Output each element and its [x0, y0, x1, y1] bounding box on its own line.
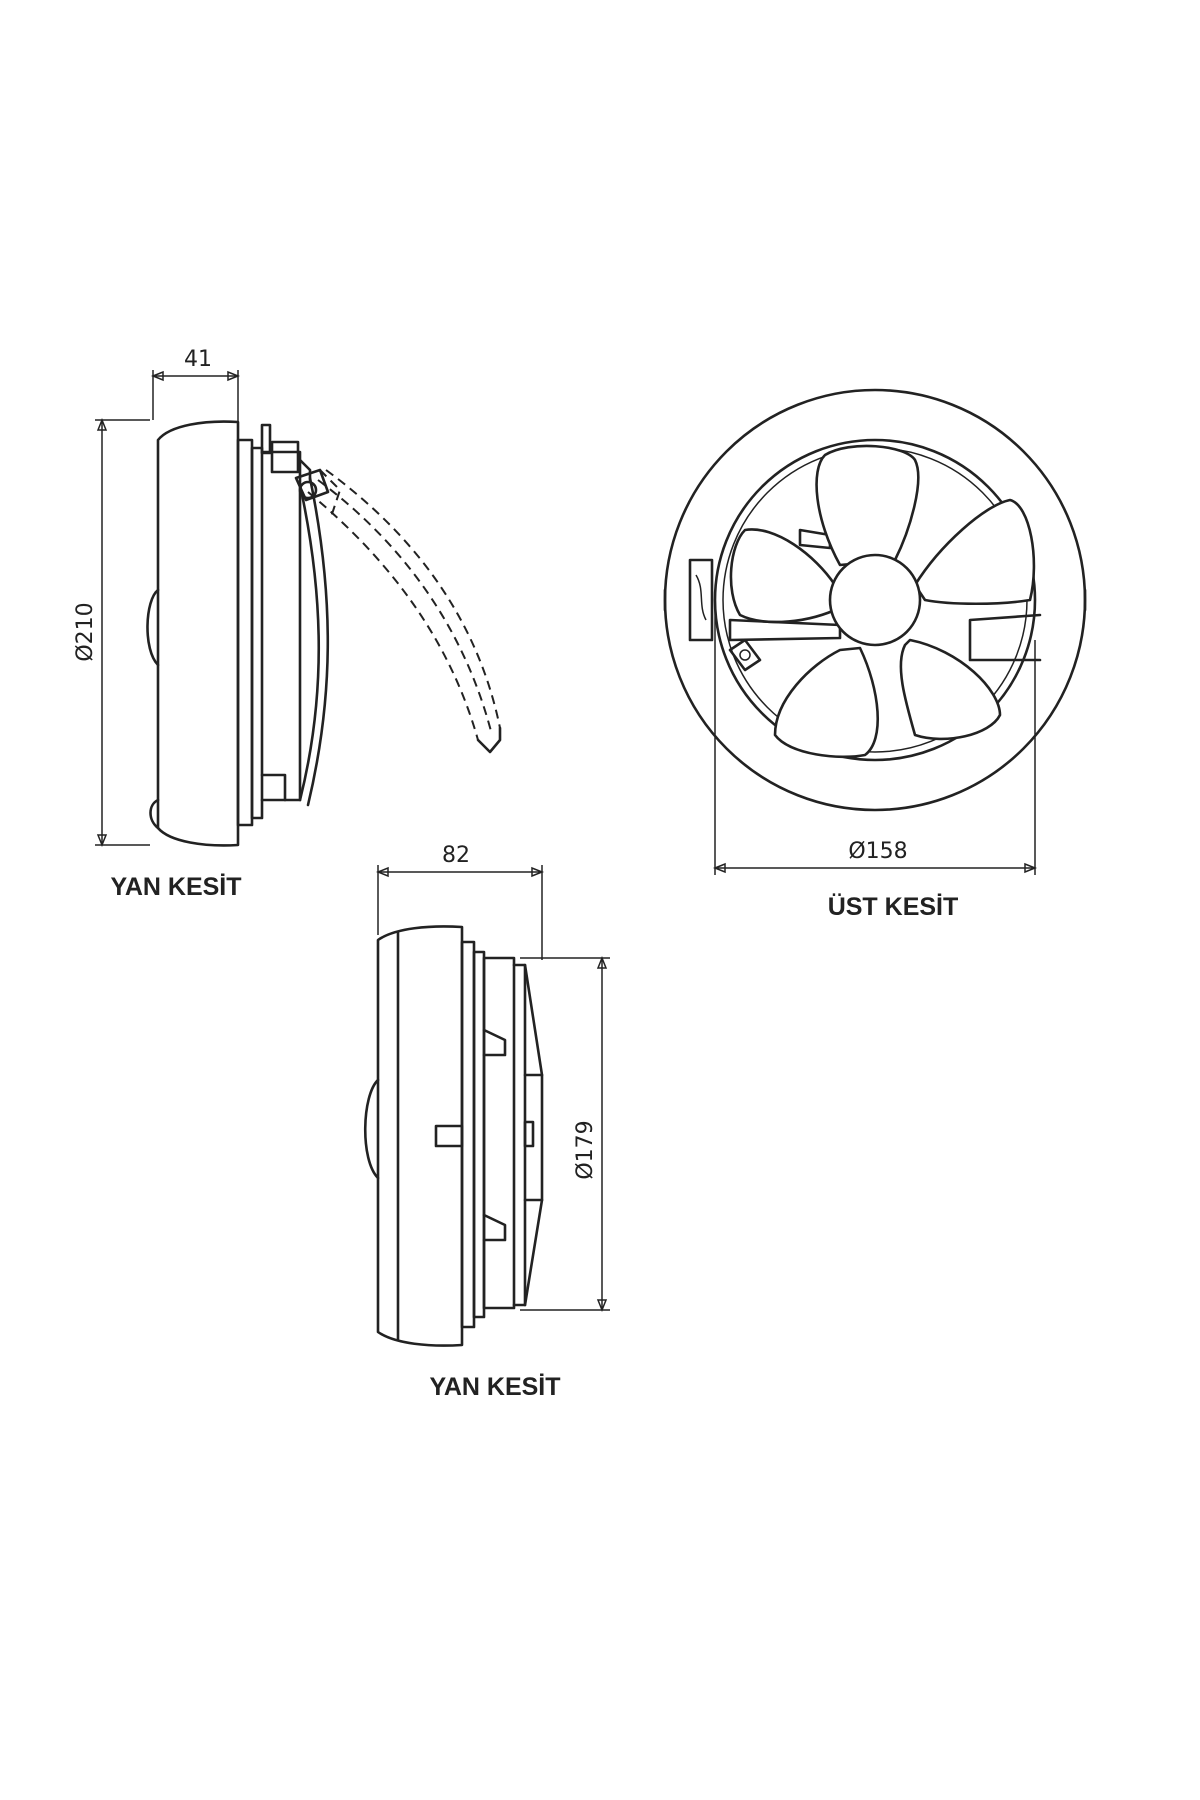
- fan-blades: [729, 444, 1036, 759]
- diameter-dimension-158: Ø158: [712, 610, 1038, 875]
- depth-dimension-82: 82: [375, 843, 545, 960]
- fan-blade: [815, 444, 920, 567]
- depth-label: 82: [442, 843, 470, 868]
- depth-dimension-41: 41: [150, 347, 241, 425]
- label-plate: [688, 558, 714, 642]
- fan-blade: [773, 646, 880, 759]
- side-view-2: 82 Ø179 YAN KESİT: [363, 843, 610, 1401]
- fan-blade: [729, 528, 837, 624]
- top-view: Ø158 ÜST KESİT: [663, 388, 1087, 921]
- diameter-dimension-179: Ø179: [520, 955, 610, 1313]
- depth-label: 41: [184, 347, 212, 372]
- side-view-1-caption: YAN KESİT: [110, 873, 241, 901]
- diameter-label: Ø210: [73, 602, 98, 661]
- top-view-caption: ÜST KESİT: [828, 892, 959, 921]
- diameter-label: Ø179: [573, 1120, 598, 1179]
- fan-blade: [899, 638, 1002, 741]
- diameter-label: Ø158: [848, 839, 907, 864]
- fan-hub: [828, 553, 922, 647]
- side-view-2-caption: YAN KESİT: [429, 1373, 560, 1401]
- inner-housing: [713, 438, 1037, 762]
- side-view-1: 41 Ø210 YAN KESİT: [73, 347, 502, 901]
- fan-blade: [913, 498, 1036, 606]
- diameter-dimension-210: Ø210: [73, 417, 150, 848]
